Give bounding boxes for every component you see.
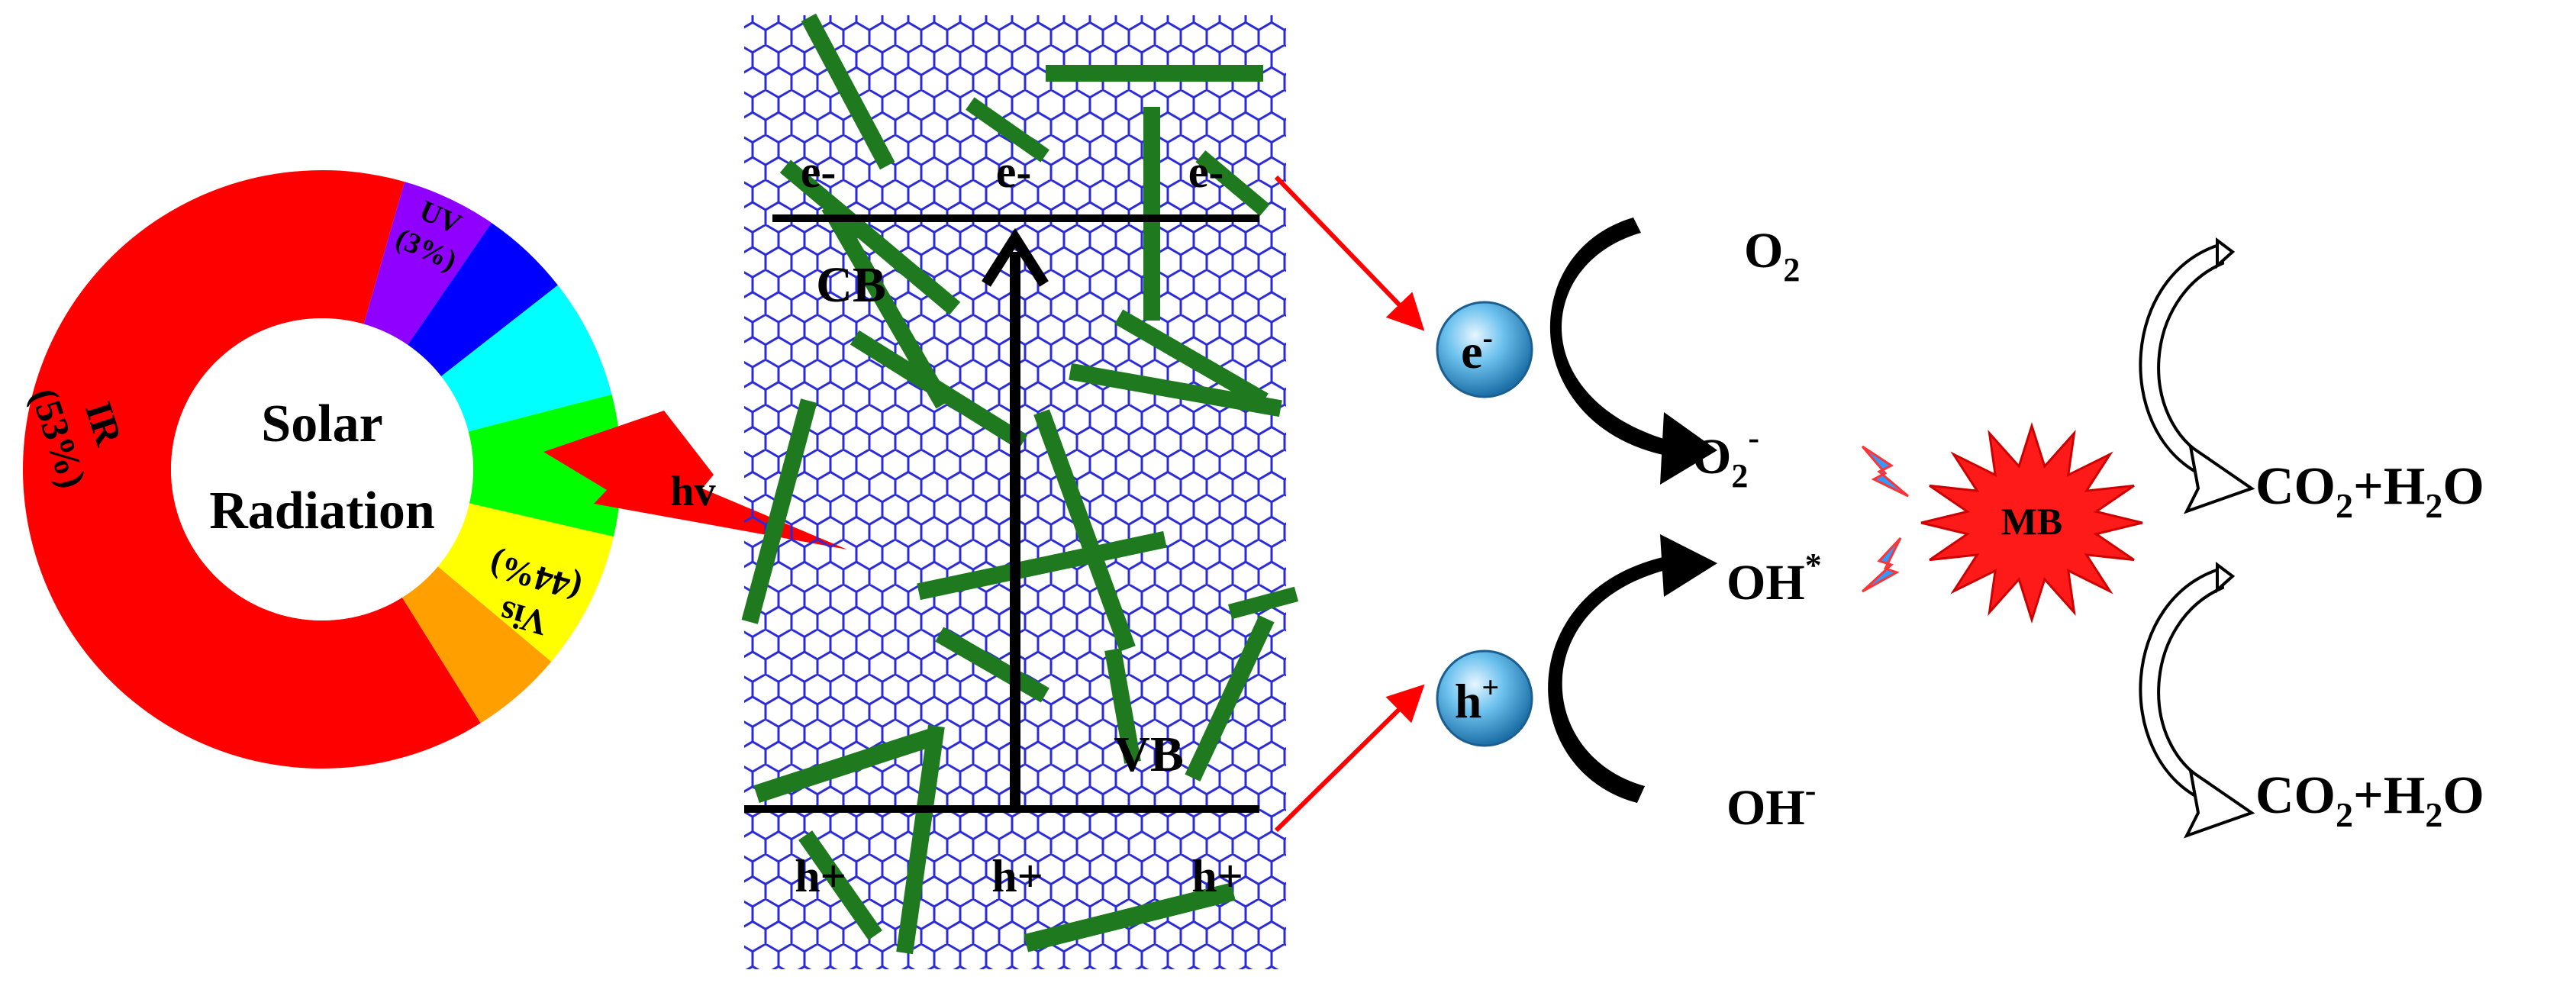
nanorod [1104,648,1141,764]
donut-segment-yellow [437,503,614,662]
donut-segment-green [468,394,621,537]
mb-label: MB [2001,500,2063,543]
mb-star-shape [1920,422,2143,624]
nanorod [798,830,882,940]
electron-label: e- [1188,147,1224,197]
nanorod [779,160,961,315]
hole-ball-circle [1436,649,1533,747]
photon-bolt: hv [543,411,847,550]
hydroxide-species: OH- [1726,772,1816,836]
nanorod [935,627,1049,703]
donut-segment-orange [401,566,552,724]
spark-icon [1861,537,1902,593]
nanorod [896,724,945,955]
electron-ball: e- [1436,301,1533,398]
electron-ball-symbol: e- [1461,321,1493,379]
oxidation-arrow-head [1660,534,1717,597]
photon-bolt-shape [543,411,847,550]
nanorod [1227,586,1299,620]
excitation-arrow [982,227,1049,809]
solar-spectrum-donut: Solar Radiation IR (53%) UV (3%) Vis (44… [23,169,621,769]
reduction-arrow [1549,218,1717,485]
oxidation-arrow [1548,534,1717,803]
oxidation-arrow-body [1548,556,1672,803]
nanorod [821,201,951,409]
nanorod [850,330,1028,450]
nanorod [1114,309,1269,408]
cb-label: CB [816,257,886,313]
hole-label: h+ [991,851,1043,901]
hole-transfer-arrow [1274,684,1425,833]
donut-segment-ir [23,169,481,769]
donut-center-line2: Radiation [209,482,435,540]
nanorod [1143,107,1160,321]
vb-label: VB [1114,727,1184,782]
product-lower: CO2+H2O [2255,766,2484,834]
nanorod [1046,65,1263,82]
product-upper: CO2+H2O [2255,457,2484,525]
nanorod [801,13,895,170]
reduction-arrow-body [1549,218,1672,456]
degradation-arrow-upper [2139,237,2255,514]
superoxide-species: -O2- [1675,419,1759,495]
electron-label: e- [801,147,837,197]
excitation-arrow-head [982,227,1049,287]
spark-icon [1861,445,1909,498]
nanorod [1195,150,1270,217]
reduction-arrow-head [1660,412,1717,485]
nanorod [753,726,941,804]
nanorods [741,13,1299,955]
nanorod [1024,882,1236,952]
degradation-arrow-lower [2139,562,2255,839]
electron-ball-circle [1436,301,1533,398]
mb-pollutant-star: MB [1920,422,2143,624]
donut-hole [171,318,473,620]
donut-segment-uv [363,182,492,345]
nanorod [1185,615,1275,782]
electron-transfer-arrow [1274,175,1425,331]
electron-label: e- [996,147,1032,197]
nanorod [741,398,817,624]
o2-species: O2 [1744,223,1800,288]
donut-center-line1: Solar [261,395,382,453]
nanorod [1033,409,1136,652]
donut-segment-blue [408,222,558,377]
nanorod [966,97,1049,163]
hydroxyl-radical-species: OH* [1726,546,1822,611]
nanorod [917,530,1167,601]
hole-label: h+ [795,851,846,901]
nanorod [1069,363,1282,417]
hole-ball-symbol: h+ [1455,670,1499,728]
band-panel: e- e- e- CB VB h+ h+ h+ [741,13,1299,969]
photon-label: hv [670,468,715,515]
donut-segment-cyan [441,285,612,432]
hole-label: h+ [1191,851,1243,901]
hole-ball: h+ [1436,649,1533,747]
